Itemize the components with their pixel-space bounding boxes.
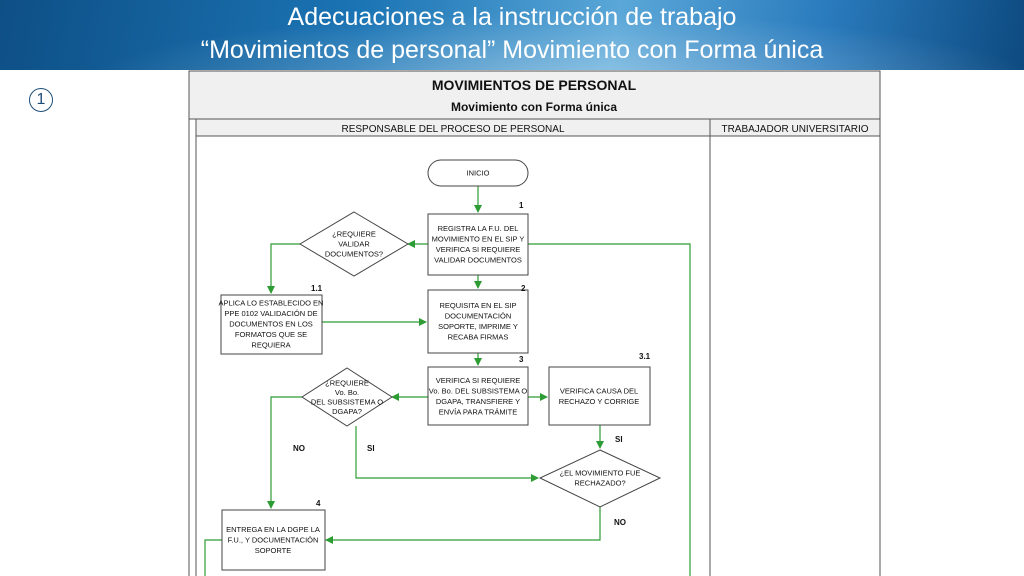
node-step-3 <box>427 366 529 426</box>
node-text-step31-line-2: RECHAZO Y CORRIGE <box>559 397 640 406</box>
node-text-step11-line-5: REQUIERA <box>251 341 290 350</box>
node-text-dec1-line-1: ¿REQUIERE <box>332 230 376 239</box>
label-no-right: NO <box>614 518 626 527</box>
node-text-dec3-line-2: RECHAZADO? <box>574 479 625 488</box>
arrow-step1-right <box>528 243 691 576</box>
node-text-step11-line-4: FORMATOS QUE SE <box>235 330 307 339</box>
node-text-step2-line-2: DOCUMENTACIÓN <box>445 311 512 320</box>
node-text-step2-line-1: REQUISITA EN EL SIP <box>439 301 516 310</box>
arrow-dec3-no-step4 <box>325 507 601 544</box>
lane-right-label: TRABAJADOR UNIVERSITARIO <box>721 124 868 135</box>
node-text-dec2-line-1: ¿REQUIERE <box>325 378 369 387</box>
lane-header-row <box>195 118 881 137</box>
node-text-step1-line-4: VALIDAR DOCUMENTOS <box>434 255 522 264</box>
step-number-1-1: 1.1 <box>311 284 323 293</box>
node-text-step3-line-1: VERIFICA SI REQUIERE <box>436 376 521 385</box>
arrow-dec2-si-dec3 <box>355 426 539 482</box>
label-no-left: NO <box>293 444 305 453</box>
node-text-step1-line-2: MOVIMIENTO EN EL SIP Y <box>432 234 525 243</box>
node-text-inicio-line-1: INICIO <box>467 169 490 178</box>
label-si-right: SI <box>615 435 623 444</box>
node-text-dec3-line-1: ¿EL MOVIMIENTO FUE <box>560 469 641 478</box>
node-text-dec1-line-3: DOCUMENTOS? <box>325 250 383 259</box>
diagram-header-subtitle: Movimiento con Forma única <box>451 100 617 114</box>
node-text-step11-line-3: DOCUMENTOS EN LOS <box>229 320 313 329</box>
step-number-2: 2 <box>521 284 526 293</box>
arrow-step4-left <box>204 539 222 576</box>
node-text-step4-line-1: ENTREGA EN LA DGPE LA <box>226 525 320 534</box>
step-number-3-1: 3.1 <box>639 352 651 361</box>
node-step-1 <box>427 213 529 276</box>
node-text-step31-line-1: VERIFICA CAUSA DEL <box>560 386 638 395</box>
node-text-step4-line-2: F.U., Y DOCUMENTACIÓN <box>228 536 319 545</box>
label-si-left: SI <box>367 444 375 453</box>
node-decision-3 <box>538 449 662 508</box>
node-decision-2 <box>301 367 393 427</box>
node-step-3-1 <box>548 366 651 426</box>
step-number-4: 4 <box>316 499 321 508</box>
node-text-dec2-line-4: DGAPA? <box>332 407 362 416</box>
diagram-frame <box>188 70 881 576</box>
title-banner <box>0 0 1024 70</box>
node-inicio <box>427 159 529 187</box>
node-text-step2-line-3: SOPORTE, IMPRIME Y <box>438 322 518 331</box>
node-text-dec2-line-2: Vo. Bo. <box>335 388 359 397</box>
node-text-step3-line-3: DGAPA, TRANSFIERE Y <box>436 397 520 406</box>
arrow-dec1-step11 <box>267 243 300 294</box>
slide-number-badge: 1 <box>29 88 53 112</box>
slide-title-line-2: “Movimientos de personal” Movimiento con… <box>200 36 824 64</box>
node-text-step3-line-2: Vo. Bo. DEL SUBSISTEMA O <box>429 386 528 395</box>
node-text-step1-line-3: VERIFICA SI REQUIERE <box>436 245 521 254</box>
node-text-step2-line-4: RECABA FIRMAS <box>448 332 509 341</box>
node-text-step11-line-2: PPE 0102 VALIDACIÓN DE <box>224 309 317 318</box>
node-text-step11-line-1: APLICA LO ESTABLECIDO EN <box>219 299 324 308</box>
step-number-3: 3 <box>519 355 524 364</box>
node-text-step4-line-3: SOPORTE <box>255 546 292 555</box>
lane-left-label: RESPONSABLE DEL PROCESO DE PERSONAL <box>341 124 564 135</box>
node-step-1-1 <box>220 294 323 355</box>
node-step-2 <box>427 289 529 354</box>
node-step-4 <box>221 509 326 571</box>
diagram-header-title: MOVIMIENTOS DE PERSONAL <box>432 77 637 93</box>
diagram-header <box>188 70 881 120</box>
arrow-dec2-no-step4 <box>267 396 302 509</box>
node-text-step3-line-4: ENVÍA PARA TRÁMITE <box>439 407 518 416</box>
slide-title-line-1: Adecuaciones a la instrucción de trabajo <box>287 3 737 31</box>
connectors <box>204 186 691 576</box>
node-text-dec1-line-2: VALIDAR <box>338 240 370 249</box>
step-number-1: 1 <box>519 201 524 210</box>
node-decision-1 <box>299 211 409 277</box>
node-text-step1-line-1: REGISTRA LA F.U. DEL <box>438 224 519 233</box>
node-text-dec2-line-3: DEL SUBSISTEMA O <box>311 397 383 406</box>
